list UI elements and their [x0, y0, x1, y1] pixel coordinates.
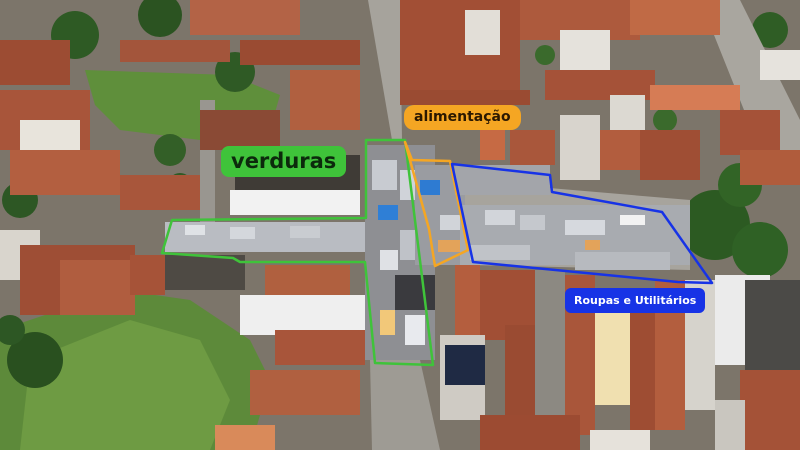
market-tents	[165, 145, 690, 360]
verduras-zone-outline	[160, 138, 435, 367]
alimentacao-zone-outline	[403, 140, 470, 268]
alimentacao-zone-label: alimentação	[404, 105, 521, 130]
roupas-zone-label: Roupas e Utilitários	[565, 288, 706, 313]
verduras-zone-label: verduras	[221, 146, 347, 177]
roupas-zone-outline	[450, 162, 714, 285]
alimentacao-label-text: alimentação	[414, 109, 511, 125]
roupas-label-text: Roupas e Utilitários	[574, 294, 697, 307]
zone-outlines	[160, 138, 714, 367]
verduras-label-text: verduras	[231, 149, 337, 173]
